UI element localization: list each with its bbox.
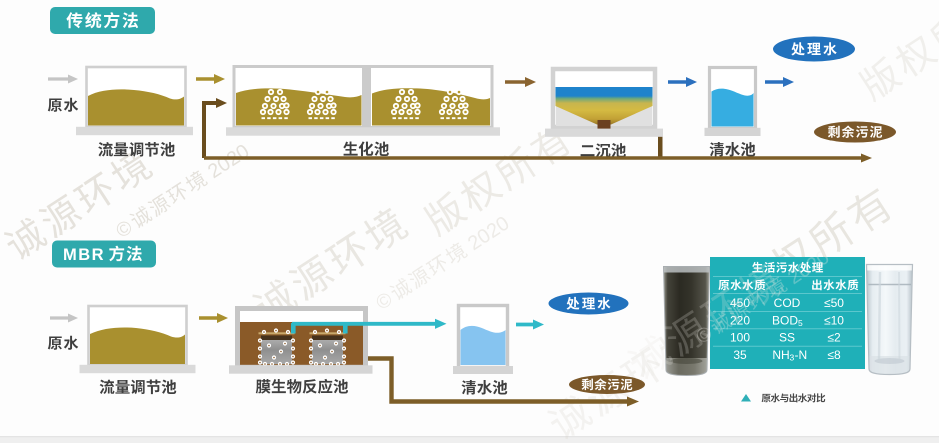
svg-text:5: 5: [798, 318, 803, 328]
svg-text:≤8: ≤8: [827, 348, 841, 362]
svg-text:SS: SS: [779, 331, 795, 345]
svg-text:-N: -N: [795, 348, 808, 362]
svg-text:NH: NH: [772, 348, 789, 362]
svg-text:≤50: ≤50: [824, 296, 844, 310]
svg-text:35: 35: [733, 348, 747, 362]
svg-text:≤10: ≤10: [824, 314, 844, 328]
svg-text:100: 100: [730, 331, 750, 345]
svg-text:≤2: ≤2: [827, 331, 841, 345]
svg-text:BOD: BOD: [772, 314, 798, 328]
svg-text:MBR: MBR: [63, 246, 105, 264]
svg-text:COD: COD: [774, 296, 801, 310]
svg-text:3: 3: [790, 353, 795, 363]
